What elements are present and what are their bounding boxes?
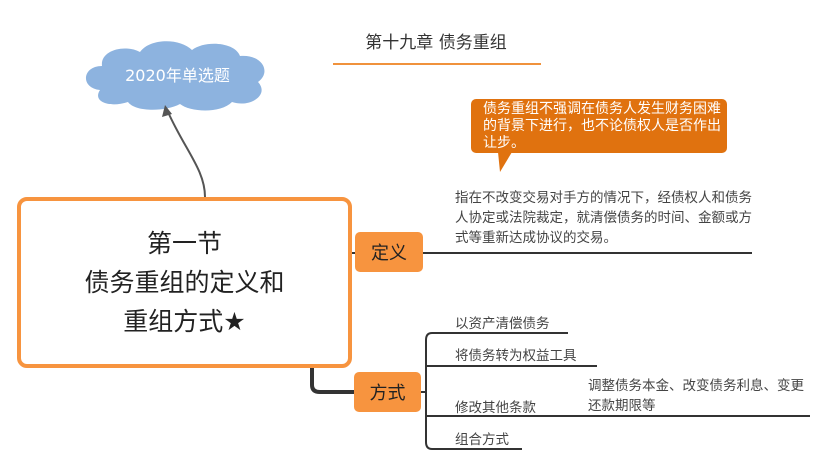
definition-text: 指在不改变交易对手方的情况下，经债权人和债务人协定或法院裁定，就清偿债务的时间、… [455,190,752,246]
callout-pointer [498,152,512,172]
main-line-2: 债务重组的定义和 [84,268,285,297]
title-underline [333,63,541,65]
method-detail: 调整债务本金、改变债务利息、变更还款期限等 [588,378,804,414]
method-item[interactable]: 修改其他条款 [455,400,536,416]
arrow-head [162,105,172,117]
main-line-3: 重组方式★ [123,307,246,336]
main-line-1: 第一节 [146,229,222,258]
exam-year-label: 2020年单选题 [125,66,230,85]
method-item[interactable]: 将债务转为权益工具 [455,348,577,364]
method-item[interactable]: 以资产清偿债务 [455,316,550,332]
method-branches [421,332,810,450]
main-topic[interactable]: 第一节债务重组的定义和重组方式★ [17,197,352,368]
method-item[interactable]: 组合方式 [455,432,509,448]
methods-node[interactable]: 方式 [354,372,421,412]
callout-note: 债务重组不强调在债务人发生财务困难的背景下进行，也不论债权人是否作出让步。 [471,99,727,153]
definition-node[interactable]: 定义 [355,232,423,272]
cloud-shape [85,41,265,111]
chapter-title: 第十九章 债务重组 [365,33,507,53]
arrow-line [167,111,206,198]
main-to-method [310,366,354,394]
